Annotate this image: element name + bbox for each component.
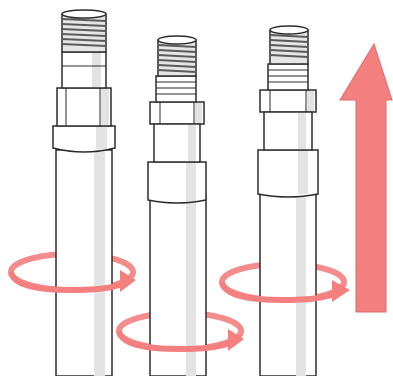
- rotation-arrow-left-front: [8, 271, 131, 294]
- rotation-arrow-right-head: [332, 280, 350, 302]
- hose-left: [52, 9, 116, 376]
- rotation-arrow-middle-head: [228, 329, 244, 351]
- rotation-arrow-left-head: [120, 270, 136, 292]
- hose-right: [257, 25, 319, 376]
- rotation-arrow-right-front: [219, 281, 343, 304]
- lift-up-arrow-icon: [339, 42, 393, 313]
- hose-middle: [147, 35, 207, 376]
- rotation-arrow-middle-front: [116, 330, 239, 353]
